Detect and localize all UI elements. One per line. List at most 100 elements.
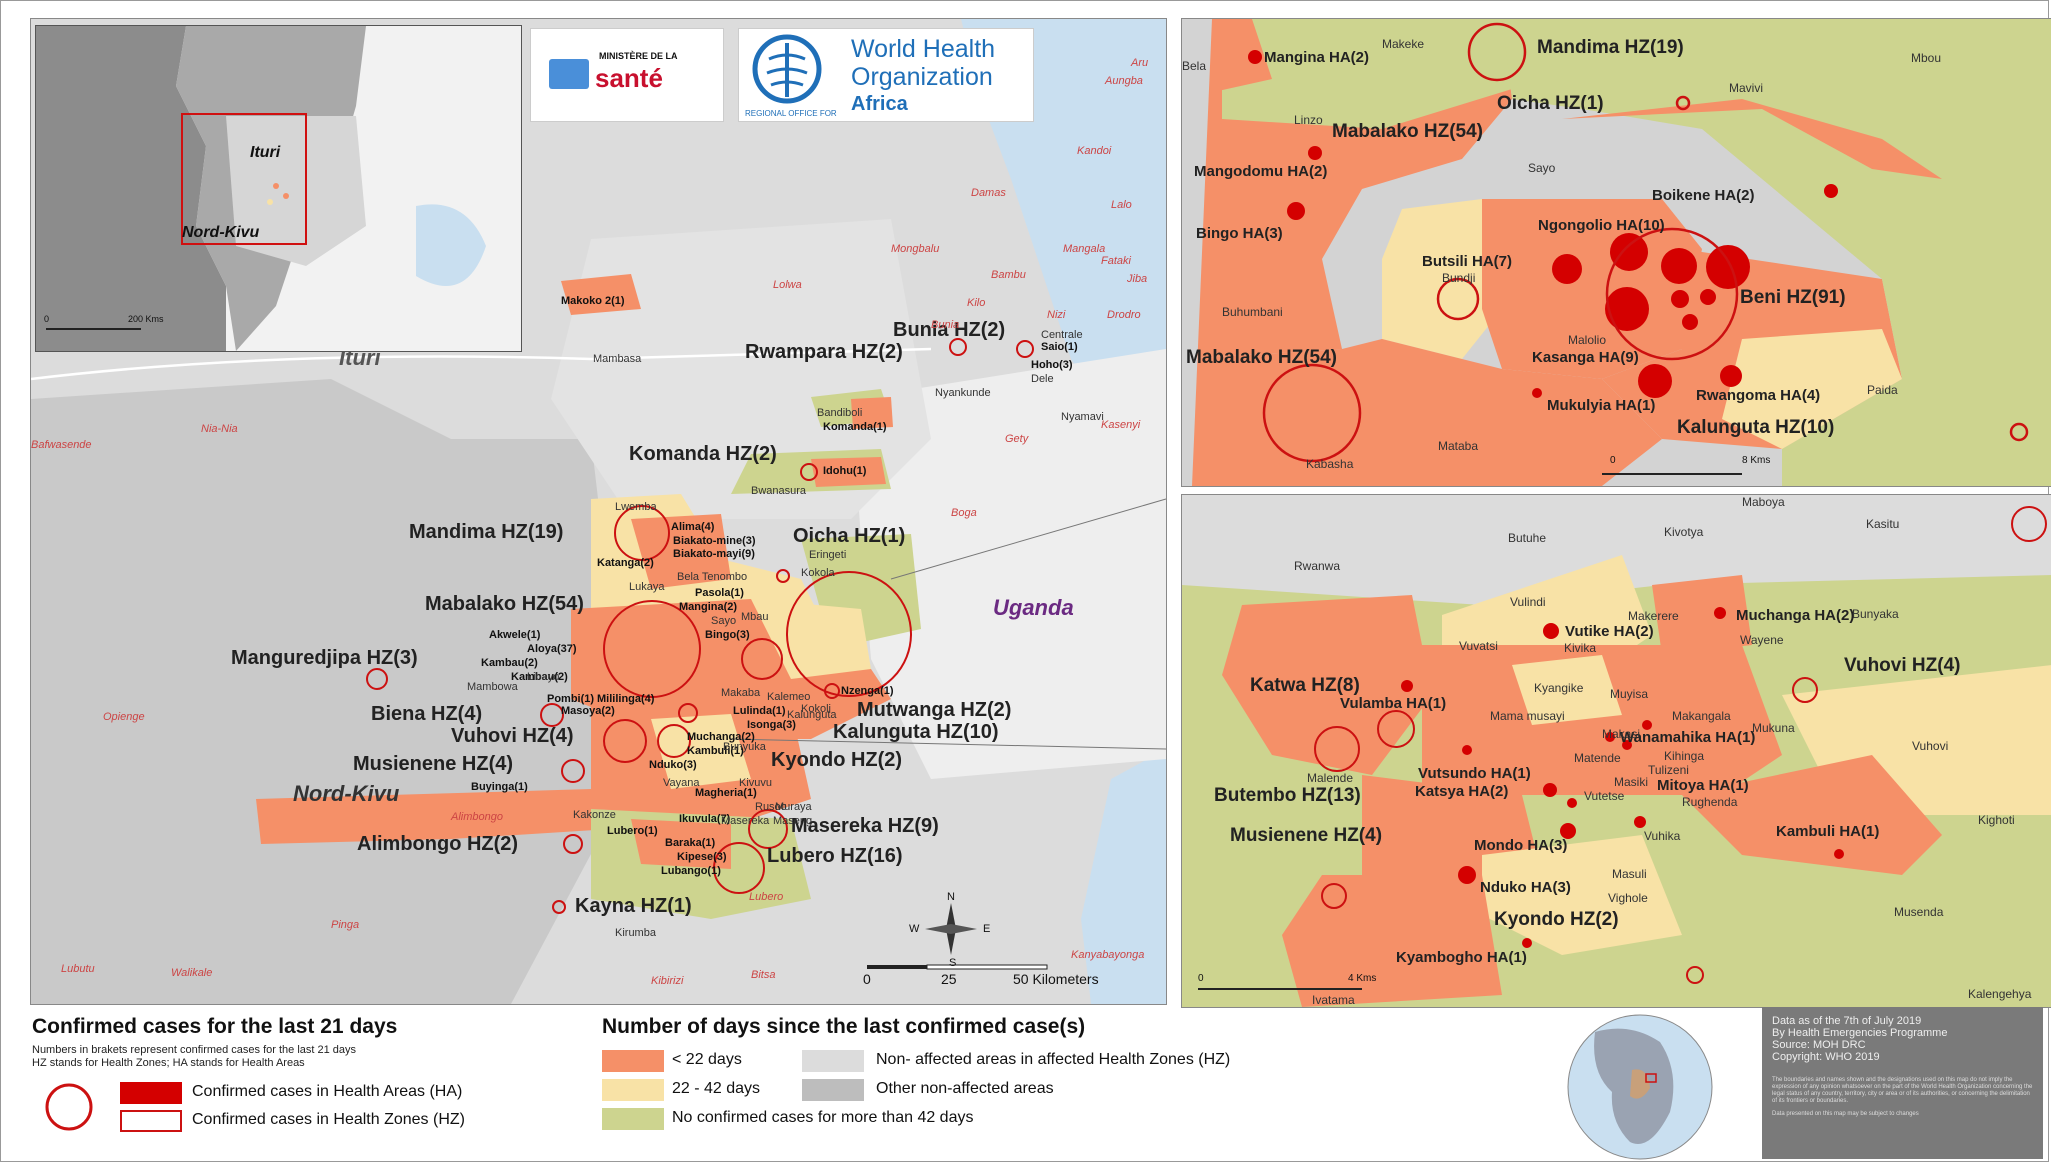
inset-hz-label[interactable]: Katwa HZ(8): [1250, 675, 1360, 696]
ha-label[interactable]: Idohu(1): [823, 465, 867, 477]
hz-label[interactable]: Kalunguta HZ(10): [833, 721, 999, 743]
inset-place-label: Makasi: [1602, 727, 1641, 741]
hz-label[interactable]: Oicha HZ(1): [793, 525, 906, 547]
inset-ha-label[interactable]: Butsili HA(7): [1422, 253, 1512, 270]
hz-label[interactable]: Bunia HZ(2): [893, 319, 1006, 341]
inset-place-label: Kighoti: [1978, 813, 2015, 827]
inset-ha-label[interactable]: Kambuli HA(1): [1776, 823, 1880, 840]
inset-place-label: Buhumbani: [1222, 305, 1283, 319]
inset-ha-label[interactable]: Mangodomu HA(2): [1194, 163, 1328, 180]
ha-label[interactable]: Lulinda(1): [733, 705, 786, 717]
ha-label[interactable]: Kambau(2): [481, 657, 538, 669]
ha-label[interactable]: Mililinga(4): [597, 693, 655, 705]
ha-label[interactable]: Buyinga(1): [471, 781, 528, 793]
inset-butembo[interactable]: Katwa HZ(8) Vuhovi HZ(4) Butembo HZ(13) …: [1181, 494, 2051, 1008]
hz-circle: [366, 668, 388, 690]
ha-label[interactable]: Komanda(1): [823, 421, 887, 433]
hz-label[interactable]: Kayna HZ(1): [575, 895, 692, 917]
idohu-ha: [811, 457, 886, 487]
uganda-area: [851, 349, 1166, 779]
ha-label[interactable]: Ikuvula(7): [679, 813, 731, 825]
ha-label[interactable]: Aloya(37): [527, 643, 577, 655]
ha-label[interactable]: Hoho(3): [1031, 359, 1073, 371]
inset-ha-label[interactable]: Rwangoma HA(4): [1696, 387, 1821, 404]
ha-label[interactable]: Mangina(2): [679, 601, 738, 613]
ha-label[interactable]: Makoko 2(1): [561, 295, 625, 307]
hz-label[interactable]: Rwampara HZ(2): [745, 341, 903, 363]
inset-ha-label[interactable]: Bingo HA(3): [1196, 225, 1283, 242]
ha-label[interactable]: Isonga(3): [747, 719, 796, 731]
hz-label[interactable]: Alimbongo HZ(2): [357, 833, 519, 855]
inset-ha-label[interactable]: Ngongolio HA(10): [1538, 217, 1665, 234]
inset-ha-label[interactable]: Vulamba HA(1): [1340, 695, 1447, 712]
ha-label[interactable]: Kambau(2): [511, 671, 568, 683]
inset-ha-label[interactable]: Kasanga HA(9): [1532, 349, 1639, 366]
hz-label[interactable]: Kyondo HZ(2): [771, 749, 903, 771]
inset-hz-label[interactable]: Kyondo HZ(2): [1494, 909, 1619, 930]
hz-label[interactable]: Manguredjipa HZ(3): [231, 647, 418, 669]
ha-label[interactable]: Katanga(2): [597, 557, 654, 569]
ha-label[interactable]: Alima(4): [671, 521, 715, 533]
ha-label[interactable]: Muchanga(2): [687, 731, 755, 743]
inset-beni[interactable]: Mandima HZ(19) Oicha HZ(1) Mabalako HZ(5…: [1181, 18, 2051, 487]
hz-label[interactable]: Masereka HZ(9): [791, 815, 939, 837]
inset-hz-label[interactable]: Musienene HZ(4): [1230, 825, 1383, 846]
inset-ha-label[interactable]: Mitoya HA(1): [1657, 777, 1749, 794]
ha-label[interactable]: Lubango(1): [661, 865, 721, 877]
inset-ha-label[interactable]: Vutike HA(2): [1565, 623, 1654, 640]
ha-label[interactable]: Lubero(1): [607, 825, 658, 837]
ha-label[interactable]: Kambuli(1): [687, 745, 744, 757]
ha-label[interactable]: Biakato-mayi(9): [673, 548, 755, 560]
inset-ha-label[interactable]: Nduko HA(3): [1480, 879, 1571, 896]
hz-circle: [2009, 422, 2029, 442]
hz-label[interactable]: Mabalako HZ(54): [425, 593, 584, 615]
inset-ha-label[interactable]: Katsya HA(2): [1415, 783, 1509, 800]
inset-butembo-scale-end: 4 Kms: [1348, 973, 1377, 984]
inset-hz-label[interactable]: Butembo HZ(13): [1214, 785, 1361, 806]
inset-hz-label[interactable]: Mabalako HZ(54): [1332, 121, 1483, 142]
legend-22-42-swatch: [602, 1079, 664, 1101]
makasi-area: [1512, 655, 1622, 725]
ha-label[interactable]: Biakato-mine(3): [673, 535, 756, 547]
hz-label[interactable]: Mutwanga HZ(2): [857, 699, 1012, 721]
inset-ha-label[interactable]: Mangina HA(2): [1264, 49, 1369, 66]
ha-label[interactable]: Kipese(3): [677, 851, 727, 863]
inset-hz-label[interactable]: Vuhovi HZ(4): [1844, 655, 1961, 676]
hz-label[interactable]: Lubero HZ(16): [767, 845, 903, 867]
town-label: Bambu: [991, 269, 1026, 281]
inset-ha-label[interactable]: Wanamahika HA(1): [1620, 729, 1756, 746]
place-label: Kalunguta: [787, 709, 837, 721]
inset-hz-label[interactable]: Beni HZ(91): [1740, 287, 1846, 308]
ha-label[interactable]: Magheria(1): [695, 787, 757, 799]
inset-ha-label[interactable]: Boikene HA(2): [1652, 187, 1755, 204]
ha-label[interactable]: Nduko(3): [649, 759, 697, 771]
inset-ha-label[interactable]: Muchanga HA(2): [1736, 607, 1855, 624]
ha-label[interactable]: Pasola(1): [695, 587, 744, 599]
compass-n: N: [947, 891, 955, 903]
main-map[interactable]: Ituri Nord-Kivu Uganda Bunia HZ(2) Rwamp…: [30, 18, 1167, 1005]
ha-label[interactable]: Nzenga(1): [841, 685, 894, 697]
inset-ha-label[interactable]: Mondo HA(3): [1474, 837, 1568, 854]
inset-hz-label[interactable]: Oicha HZ(1): [1497, 93, 1604, 114]
inset-ha-label[interactable]: Mukulyia HA(1): [1547, 397, 1656, 414]
locator-scale-end: 200 Kms: [128, 314, 164, 324]
hz-label[interactable]: Biena HZ(4): [371, 703, 483, 725]
inset-hz-label[interactable]: Kalunguta HZ(10): [1677, 417, 1835, 438]
locator-map[interactable]: Ituri Nord-Kivu 0 200 Kms: [35, 25, 522, 352]
inset-ha-label[interactable]: Kyambogho HA(1): [1396, 949, 1527, 966]
hz-label[interactable]: Vuhovi HZ(4): [451, 725, 574, 747]
inset-hz-label[interactable]: Mabalako HZ(54): [1186, 347, 1337, 368]
info-line2: By Health Emergencies Programme: [1772, 1027, 1948, 1039]
ha-label[interactable]: Saio(1): [1041, 341, 1078, 353]
ha-label[interactable]: Masoya(2): [561, 705, 615, 717]
ha-label[interactable]: Pombi(1): [547, 693, 595, 705]
ha-label[interactable]: Bingo(3): [705, 629, 750, 641]
ha-label[interactable]: Baraka(1): [665, 837, 716, 849]
ha-label[interactable]: Akwele(1): [489, 629, 541, 641]
inset-hz-label[interactable]: Mandima HZ(19): [1537, 37, 1684, 58]
hz-circle: [776, 569, 790, 583]
hz-label[interactable]: Komanda HZ(2): [629, 443, 777, 465]
inset-ha-label[interactable]: Vutsundo HA(1): [1418, 765, 1531, 782]
hz-label[interactable]: Mandima HZ(19): [409, 521, 564, 543]
hz-label[interactable]: Musienene HZ(4): [353, 753, 514, 775]
